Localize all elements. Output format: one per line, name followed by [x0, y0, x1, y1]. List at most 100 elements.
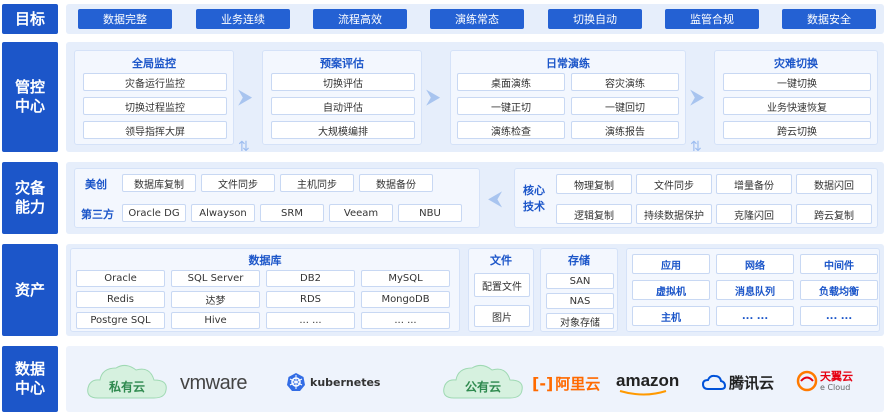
amazon-smile-icon	[619, 390, 667, 396]
panel-title: 数据库	[248, 254, 282, 267]
meichuang-item: 文件同步	[201, 174, 275, 192]
database-item: ... ...	[361, 312, 450, 329]
plan-item: 大规模编排	[271, 121, 415, 139]
aliyun-bracket-icon: [-]	[532, 374, 554, 393]
switch-item: 业务快速恢复	[723, 97, 871, 115]
drill-item: 演练报告	[571, 121, 679, 139]
third-party-label: 第三方	[81, 208, 114, 221]
other-asset-item: 中间件	[800, 254, 878, 274]
core-tech-item: 物理复制	[556, 174, 632, 194]
panel-title: 预案评估	[320, 57, 364, 70]
database-item: DB2	[266, 270, 355, 287]
drill-item: 一键正切	[457, 97, 565, 115]
arrow-right-icon: ⮞	[426, 84, 441, 108]
row-label-capability: 灾备能力	[2, 162, 58, 234]
database-item: 达梦	[171, 291, 260, 308]
drill-item: 容灾演练	[571, 73, 679, 91]
storage-item: 对象存储	[546, 313, 614, 329]
goal-chip: 业务连续	[196, 9, 290, 29]
file-item: 图片	[474, 305, 530, 327]
arrow-right-icon: ⮞	[690, 84, 705, 108]
panel-title: 全局监控	[132, 57, 176, 70]
row-label-assets: 资产	[2, 244, 58, 336]
private-cloud-label: 私有云	[108, 380, 145, 394]
panel-title: 存储	[568, 254, 590, 267]
switch-item: 跨云切换	[723, 121, 871, 139]
kubernetes-wheel-icon	[287, 373, 305, 391]
database-item: ... ...	[266, 312, 355, 329]
panel-title: 日常演练	[546, 57, 590, 70]
monitor-item: 领导指挥大屏	[83, 121, 227, 139]
other-asset-item: ... ...	[800, 306, 878, 326]
core-tech-item: 跨云复制	[796, 204, 872, 224]
core-tech-label: 核心技术	[523, 184, 545, 213]
updown-arrow-icon: ⇅	[690, 139, 702, 155]
other-asset-item: 网络	[716, 254, 794, 274]
core-tech-item: 克隆闪回	[716, 204, 792, 224]
panel-storage: 存储 SAN NAS 对象存储	[540, 248, 618, 332]
panel-disaster-switch: 灾难切换 一键切换 业务快速恢复 跨云切换	[714, 50, 878, 145]
panel-title: 文件	[490, 254, 512, 267]
monitor-item: 灾备运行监控	[83, 73, 227, 91]
storage-item: NAS	[546, 293, 614, 309]
tianyi-cloud-logo: 天翼云 e Cloud	[796, 370, 853, 392]
file-item: 配置文件	[474, 273, 530, 297]
database-item: Postgre SQL	[76, 312, 165, 329]
updown-arrow-icon: ⇅	[238, 139, 250, 155]
amazon-logo: amazon	[616, 372, 679, 396]
goal-chip: 演练常态	[430, 9, 524, 29]
third-party-item: Veeam	[329, 204, 393, 222]
goal-chip: 监管合规	[665, 9, 759, 29]
goal-chip: 数据完整	[78, 9, 172, 29]
database-item: Oracle	[76, 270, 165, 287]
goal-chip: 流程高效	[313, 9, 407, 29]
private-cloud-icon	[87, 364, 167, 399]
tencent-cloud-logo: 腾讯云	[702, 372, 774, 393]
drill-item: 一键回切	[571, 97, 679, 115]
arrow-left-icon: ⮜	[488, 186, 503, 210]
meichuang-item: 数据备份	[359, 174, 433, 192]
meichuang-label: 美创	[85, 178, 107, 191]
database-item: Redis	[76, 291, 165, 308]
database-item: MongoDB	[361, 291, 450, 308]
tencent-cloud-icon	[702, 374, 726, 390]
storage-item: SAN	[546, 273, 614, 289]
core-tech-item: 逻辑复制	[556, 204, 632, 224]
other-asset-item: ... ...	[716, 306, 794, 326]
other-asset-item: 负载均衡	[800, 280, 878, 300]
other-asset-item: 虚拟机	[632, 280, 710, 300]
vmware-logo: vmware	[180, 372, 248, 394]
third-party-item: NBU	[398, 204, 462, 222]
monitor-item: 切换过程监控	[83, 97, 227, 115]
aliyun-logo: [-] 阿里云	[532, 374, 601, 393]
database-item: MySQL	[361, 270, 450, 287]
database-item: Hive	[171, 312, 260, 329]
core-tech-item: 文件同步	[636, 174, 712, 194]
other-asset-item: 应用	[632, 254, 710, 274]
switch-item: 一键切换	[723, 73, 871, 91]
meichuang-item: 主机同步	[280, 174, 354, 192]
goal-chip: 切换自动	[548, 9, 642, 29]
third-party-item: SRM	[260, 204, 324, 222]
public-cloud-label: 公有云	[464, 380, 501, 394]
kubernetes-logo: kubernetes	[286, 372, 380, 392]
tianyi-swirl-icon	[796, 370, 818, 392]
plan-item: 自动评估	[271, 97, 415, 115]
panel-file: 文件 配置文件 图片	[468, 248, 534, 332]
goal-chip: 数据安全	[782, 9, 876, 29]
panel-daily-drill: 日常演练 桌面演练 容灾演练 一键正切 一键回切 演练检查 演练报告	[450, 50, 686, 145]
panel-plan-eval: 预案评估 切换评估 自动评估 大规模编排	[262, 50, 422, 145]
row-label-control: 管控中心	[2, 42, 58, 152]
panel-title: 灾难切换	[774, 57, 818, 70]
public-cloud-icon	[443, 364, 523, 399]
meichuang-item: 数据库复制	[122, 174, 196, 192]
third-party-item: Oracle DG	[122, 204, 186, 222]
core-tech-item: 增量备份	[716, 174, 792, 194]
panel-global-monitor: 全局监控 灾备运行监控 切换过程监控 领导指挥大屏	[74, 50, 234, 145]
row-label-goal: 目标	[2, 4, 58, 34]
other-asset-item: 消息队列	[716, 280, 794, 300]
core-tech-item: 持续数据保护	[636, 204, 712, 224]
core-tech-item: 数据闪回	[796, 174, 872, 194]
row-label-datacenter: 数据中心	[2, 346, 58, 412]
arrow-right-icon: ⮞	[238, 84, 253, 108]
